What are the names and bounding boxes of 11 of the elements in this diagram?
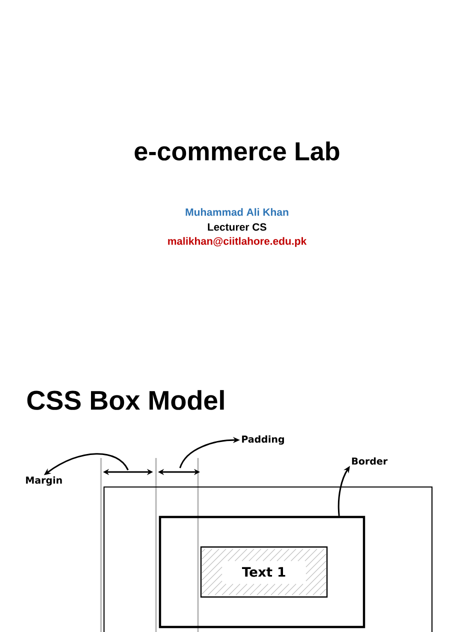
callout-label: Border <box>352 457 388 465</box>
border-box <box>158 516 366 628</box>
slide-title: e-commerce Lab <box>134 141 340 161</box>
job-title: Lecturer CS <box>208 223 266 231</box>
content-box: Text 1 <box>200 546 328 598</box>
callout-label: Margin <box>26 476 62 486</box>
margin-box <box>103 486 433 632</box>
callout-label: Padding <box>242 435 284 445</box>
slide-title: CSS Box Model <box>27 390 224 410</box>
author-name: Muhammad Ali Khan <box>186 208 288 216</box>
email-address: malikhan@ciitlahore.edu.pk <box>168 237 307 247</box>
